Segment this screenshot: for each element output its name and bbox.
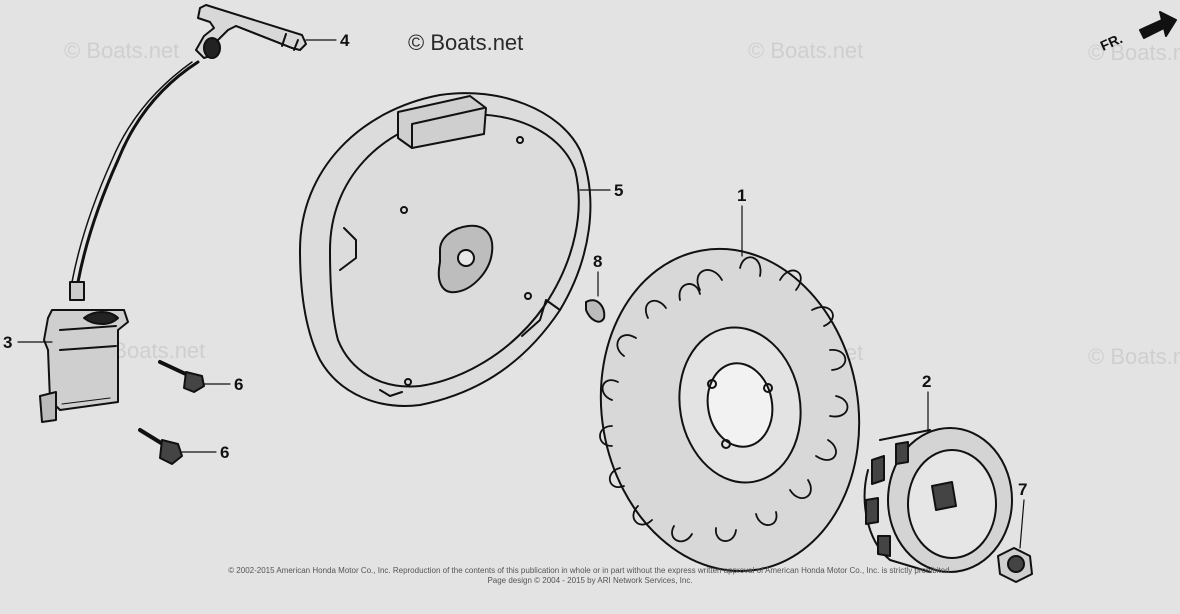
copyright-line: © 2002-2015 American Honda Motor Co., In… bbox=[228, 566, 952, 575]
watermark-faint: © Boats.net bbox=[1088, 344, 1180, 369]
watermark-main: © Boats.net bbox=[408, 30, 524, 55]
callout-7: 7 bbox=[1018, 480, 1028, 499]
starter-pulley-part bbox=[863, 427, 1013, 573]
watermark-faint: © Boats.net bbox=[748, 38, 864, 63]
flywheel-part bbox=[599, 247, 861, 573]
page-design-line: Page design © 2004 - 2015 by ARI Network… bbox=[487, 576, 693, 585]
flange-nut-part bbox=[997, 547, 1033, 583]
front-direction-arrow-icon bbox=[1139, 11, 1177, 39]
callout-2: 2 bbox=[922, 372, 932, 391]
stator-plate-part bbox=[299, 92, 592, 407]
callout-1: 1 bbox=[737, 186, 747, 205]
woodruff-key-part bbox=[585, 299, 606, 323]
callout-5: 5 bbox=[614, 181, 624, 200]
callout-3: 3 bbox=[3, 333, 13, 352]
bolt-part-upper bbox=[158, 360, 205, 393]
spark-plug-cap-part bbox=[195, 4, 307, 59]
watermark-faint: © Boats.net bbox=[64, 38, 180, 63]
callout-4: 4 bbox=[340, 31, 350, 50]
callout-8: 8 bbox=[593, 252, 603, 271]
ignition-coil-part bbox=[39, 60, 200, 423]
watermark-faint: © Boats.net bbox=[1088, 40, 1180, 65]
bolt-part-lower bbox=[138, 428, 183, 465]
leader-lines bbox=[17, 39, 1025, 549]
callout-6-lower: 6 bbox=[220, 443, 230, 462]
callout-6-upper: 6 bbox=[234, 375, 244, 394]
